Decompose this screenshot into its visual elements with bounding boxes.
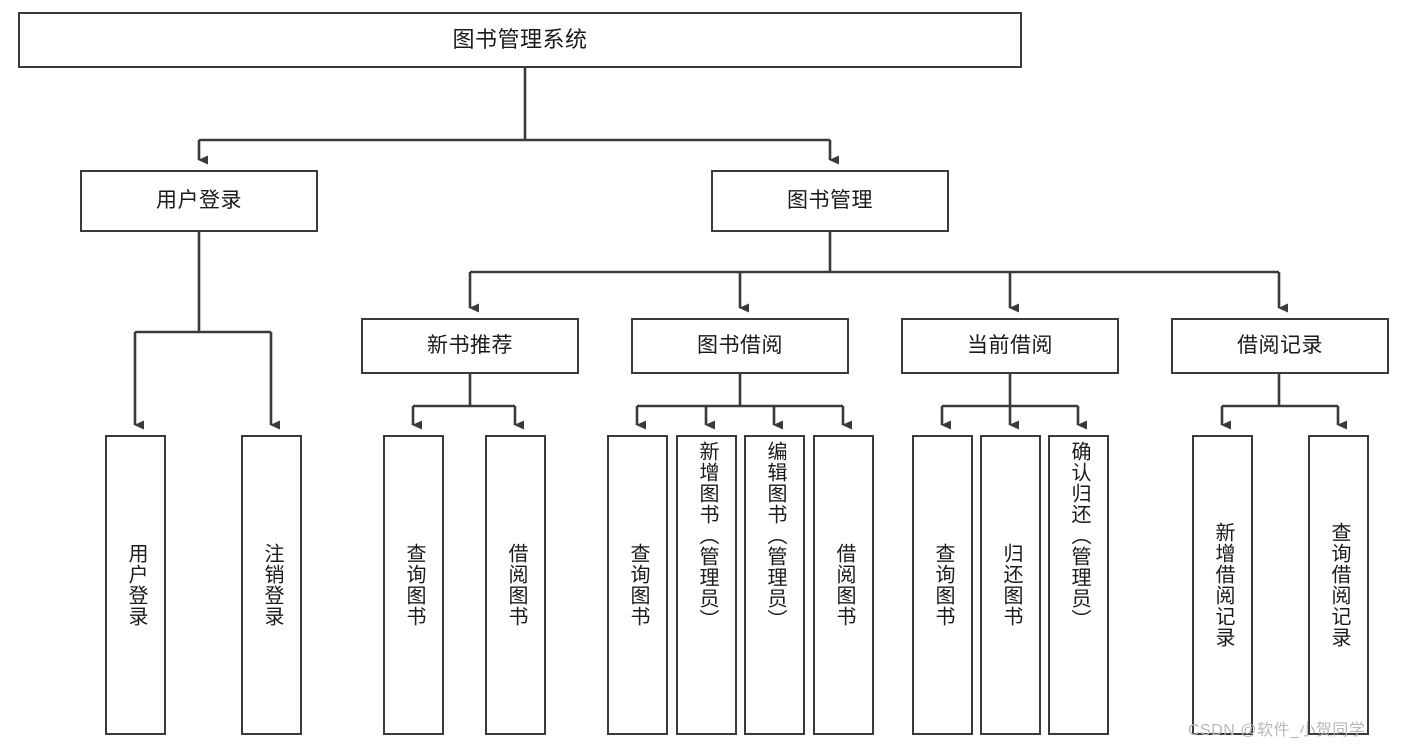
leaf-user-login[interactable]: 用户登录 (105, 435, 166, 735)
leaf-query-book-2-label: 查询图书 (627, 543, 649, 627)
leaf-add-record[interactable]: 新增借阅记录 (1192, 435, 1253, 735)
leaf-borrow-book-1-label: 借阅图书 (505, 543, 527, 627)
leaf-borrow-book-2-label: 借阅图书 (833, 543, 855, 627)
leaf-query-book-3-label: 查询图书 (932, 543, 954, 627)
leaf-add-book-label: 新增图书（管理员） (696, 441, 718, 630)
leaf-return-book[interactable]: 归还图书 (980, 435, 1041, 735)
leaf-confirm-return[interactable]: 确认归还（管理员） (1048, 435, 1109, 735)
leaf-borrow-book-2[interactable]: 借阅图书 (813, 435, 874, 735)
leaf-return-book-label: 归还图书 (1000, 543, 1022, 627)
leaf-logout[interactable]: 注销登录 (241, 435, 302, 735)
leaf-query-record-label: 查询借阅记录 (1328, 522, 1350, 648)
leaf-query-record[interactable]: 查询借阅记录 (1308, 435, 1369, 735)
node-user-login-label: 用户登录 (156, 189, 242, 213)
node-new-book-recommend[interactable]: 新书推荐 (361, 318, 579, 374)
node-root-label: 图书管理系统 (452, 26, 588, 52)
leaf-edit-book-label: 编辑图书（管理员） (764, 441, 786, 630)
node-book-management[interactable]: 图书管理 (711, 170, 949, 232)
node-borrow-record-label: 借阅记录 (1237, 334, 1323, 358)
node-current-borrow-label: 当前借阅 (967, 334, 1053, 358)
leaf-query-book-2[interactable]: 查询图书 (607, 435, 668, 735)
node-book-management-label: 图书管理 (787, 189, 873, 213)
leaf-query-book-1[interactable]: 查询图书 (383, 435, 444, 735)
csdn-watermark: CSDN @软件_小贺同学 (1188, 722, 1366, 739)
leaf-edit-book[interactable]: 编辑图书（管理员） (744, 435, 805, 735)
leaf-logout-label: 注销登录 (261, 543, 283, 627)
leaf-user-login-label: 用户登录 (125, 543, 147, 627)
node-root[interactable]: 图书管理系统 (18, 12, 1022, 68)
node-user-login[interactable]: 用户登录 (80, 170, 318, 232)
leaf-query-book-1-label: 查询图书 (403, 543, 425, 627)
node-book-borrow-label: 图书借阅 (697, 334, 783, 358)
node-new-book-recommend-label: 新书推荐 (427, 334, 513, 358)
leaf-add-record-label: 新增借阅记录 (1212, 522, 1234, 648)
leaf-borrow-book-1[interactable]: 借阅图书 (485, 435, 546, 735)
leaf-add-book[interactable]: 新增图书（管理员） (676, 435, 737, 735)
node-book-borrow[interactable]: 图书借阅 (631, 318, 849, 374)
leaf-confirm-return-label: 确认归还（管理员） (1068, 441, 1090, 630)
node-borrow-record[interactable]: 借阅记录 (1171, 318, 1389, 374)
leaf-query-book-3[interactable]: 查询图书 (912, 435, 973, 735)
node-current-borrow[interactable]: 当前借阅 (901, 318, 1119, 374)
